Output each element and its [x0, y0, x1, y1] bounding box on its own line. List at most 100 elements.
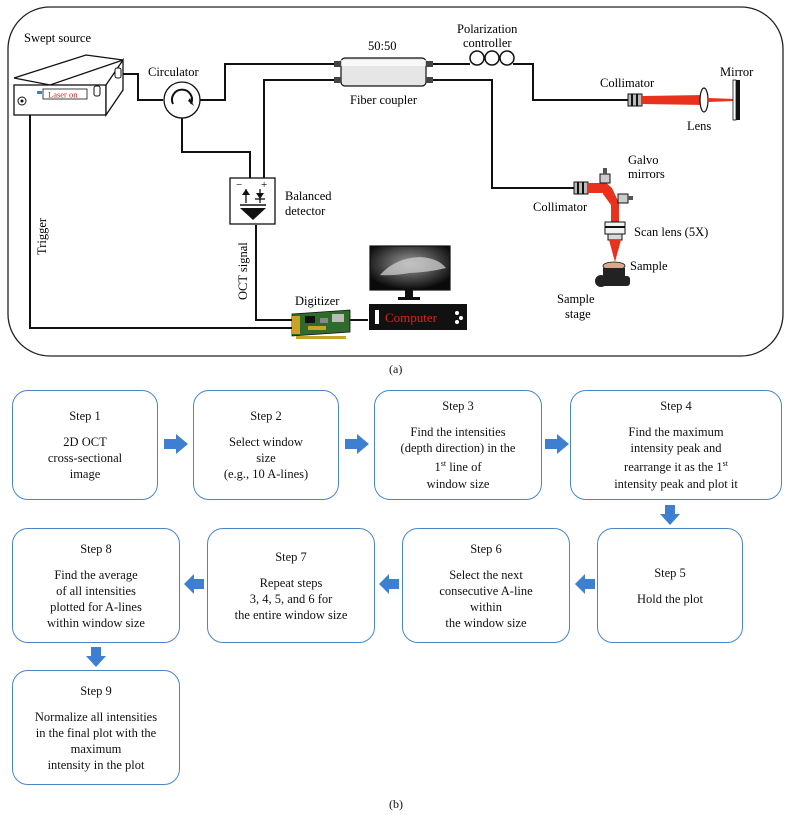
step-8-line-1: Find the average	[54, 567, 138, 582]
step-1-line-1: 2D OCT	[63, 435, 107, 449]
step-1-line-2: cross-sectional	[47, 451, 123, 465]
step-9-line-3: maximum	[70, 741, 122, 756]
computer-label: Computer	[385, 310, 438, 325]
swept-source	[13, 54, 124, 118]
step-2-line-1: Select window	[229, 435, 303, 449]
digitizer-label: Digitizer	[295, 294, 340, 308]
lens-label: Lens	[687, 119, 711, 133]
panel-a-frame	[7, 6, 784, 357]
detector-plus-sign: +	[261, 179, 267, 191]
panel-b-label: (b)	[389, 797, 403, 811]
step-9-line-4: intensity in the plot	[47, 757, 145, 772]
step-8-title: Step 8	[80, 541, 112, 556]
step-8-box: Step 8 Find the average of all intensiti…	[12, 528, 180, 643]
laser-on-indicator	[42, 88, 88, 100]
sample-stage-label-2: stage	[565, 307, 591, 321]
collimator-reference-label: Collimator	[600, 76, 655, 90]
polarization-controller-label-2: controller	[463, 36, 512, 50]
step-4-line-2: intensity peak and	[630, 441, 722, 456]
status-led	[37, 91, 42, 94]
trigger-port	[17, 96, 27, 106]
step-4-title: Step 4	[660, 399, 692, 414]
sample-stage-label-1: Sample	[557, 292, 595, 306]
step-7-box: Step 7 Repeat steps 3, 4, 5, and 6 for t…	[207, 528, 375, 643]
step-9-title: Step 9	[80, 683, 112, 698]
step-6-line-3: within	[470, 599, 502, 614]
circulator-label: Circulator	[148, 65, 200, 79]
galvo-mirrors-label-1: Galvo	[628, 153, 659, 167]
step-7-line-2: 3, 4, 5, and 6 for	[249, 591, 333, 606]
galvo-mirrors-label-2: mirrors	[628, 167, 665, 181]
reference-collimator	[627, 93, 643, 107]
computer	[369, 245, 467, 330]
step-6-title: Step 6	[470, 541, 502, 556]
sample-stage	[595, 261, 630, 287]
arrow-right-2-3	[345, 434, 369, 454]
step-6-line-2: consecutive A-line	[439, 583, 533, 598]
step-4-box: Step 4 Find the maximum intensity peak a…	[570, 390, 782, 500]
step-5-box: Step 5 Hold the plot	[597, 528, 743, 643]
focused-beam	[609, 240, 621, 262]
step-8-line-4: within window size	[47, 615, 145, 630]
step-7-line-1: Repeat steps	[259, 575, 323, 590]
step-1-title: Step 1	[69, 409, 101, 423]
step-3-title: Step 3	[442, 399, 474, 414]
step-3-line-1: Find the intensities	[410, 425, 506, 440]
fiber-coupler	[334, 57, 433, 87]
step-4-line-3: rearrange it as the 1st	[624, 459, 728, 475]
step-5-title: Step 5	[654, 565, 686, 580]
step-3-box: Step 3 Find the intensities (depth direc…	[374, 390, 542, 500]
fiber-coupler-label: Fiber coupler	[350, 93, 418, 107]
sample-beam	[588, 183, 606, 193]
reference-beam	[642, 95, 704, 105]
scan-lens	[604, 221, 626, 241]
mirror-label: Mirror	[720, 65, 754, 79]
trigger-label: Trigger	[35, 217, 49, 255]
arrow-down-8-9	[86, 647, 106, 667]
polarization-controller-label-1: Polarization	[457, 22, 518, 36]
step-1-line-3: image	[69, 467, 101, 481]
laser-on-label: Laser on	[48, 90, 78, 100]
step-8-line-3: plotted for A-lines	[50, 599, 142, 614]
step-6-line-4: the window size	[445, 615, 527, 630]
scan-lens-label: Scan lens (5X)	[634, 225, 708, 239]
arrow-left-5-6	[575, 574, 595, 594]
fiber-lines	[29, 63, 628, 329]
arrow-down-4-5	[660, 505, 680, 525]
balanced-detector	[229, 177, 276, 225]
digitizer-card	[291, 309, 351, 339]
step-8-line-2: of all intensities	[56, 583, 136, 598]
oct-system-schematic: Swept source Laser on Circulator 50:50 F…	[7, 6, 784, 357]
oct-signal-label: OCT signal	[236, 242, 250, 300]
step-1-box: Step 1 2D OCT cross-sectional image	[12, 390, 158, 500]
sample-label: Sample	[630, 259, 668, 273]
step-2-title: Step 2	[250, 409, 282, 423]
balanced-detector-label-2: detector	[285, 204, 326, 218]
step-6-line-1: Select the next	[449, 567, 523, 582]
step-7-line-3: the entire window size	[234, 607, 348, 622]
step-6-box: Step 6 Select the next consecutive A-lin…	[402, 528, 570, 643]
reference-lens	[699, 87, 709, 113]
step-4-line-1: Find the maximum	[628, 425, 724, 440]
detector-minus-sign: −	[236, 179, 242, 191]
arrow-right-1-2	[164, 434, 188, 454]
galvo-mirrors	[599, 168, 633, 204]
arrow-left-6-7	[379, 574, 399, 594]
arrow-left-7-8	[184, 574, 204, 594]
coupler-ratio-label: 50:50	[368, 39, 396, 53]
step-3-line-2: (depth direction) in the	[400, 441, 516, 456]
swept-source-label: Swept source	[24, 31, 91, 45]
step-2-box: Step 2 Select window size (e.g., 10 A-li…	[193, 390, 339, 500]
reference-mirror	[732, 79, 740, 121]
panel-a-label: (a)	[389, 362, 403, 376]
step-9-line-2: in the final plot with the	[35, 725, 157, 740]
step-9-box: Step 9 Normalize all intensities in the …	[12, 670, 180, 785]
polarization-controller	[469, 50, 515, 66]
sample-collimator	[573, 181, 589, 195]
step-9-line-1: Normalize all intensities	[34, 709, 158, 724]
collimator-sample-label: Collimator	[533, 200, 588, 214]
step-2-line-2: size	[256, 451, 276, 465]
step-3-line-3: 1st line of	[434, 459, 482, 475]
step-7-title: Step 7	[275, 549, 307, 564]
step-2-line-3: (e.g., 10 A-lines)	[223, 467, 309, 481]
